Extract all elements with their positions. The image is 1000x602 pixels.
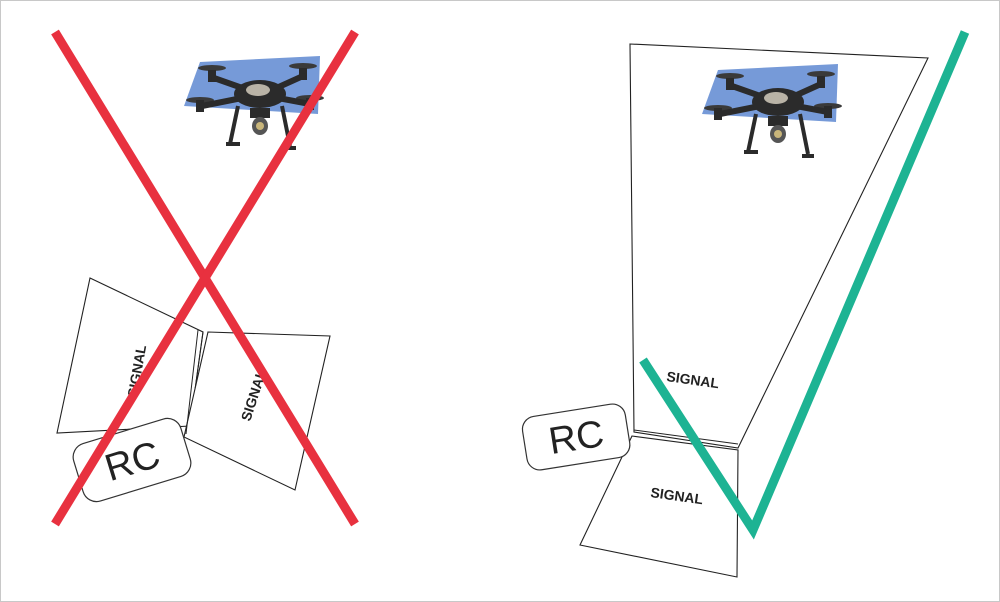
left-signal-panel-2 <box>183 331 331 491</box>
right-panel: SIGNAL SIGNAL RC <box>521 30 970 578</box>
right-rc-label: RC <box>546 413 607 463</box>
right-signal-label-top: SIGNAL <box>666 368 721 391</box>
drone-icon <box>184 56 324 148</box>
right-rc-box: RC <box>521 403 631 471</box>
left-signal-panel-1 <box>56 277 204 434</box>
right-signal-label-bottom: SIGNAL <box>650 484 705 507</box>
right-signal-beam <box>629 43 929 449</box>
left-panel: SIGNAL SIGNAL RC <box>51 29 359 527</box>
cross-icon <box>51 29 359 527</box>
checkmark-icon <box>639 30 970 540</box>
